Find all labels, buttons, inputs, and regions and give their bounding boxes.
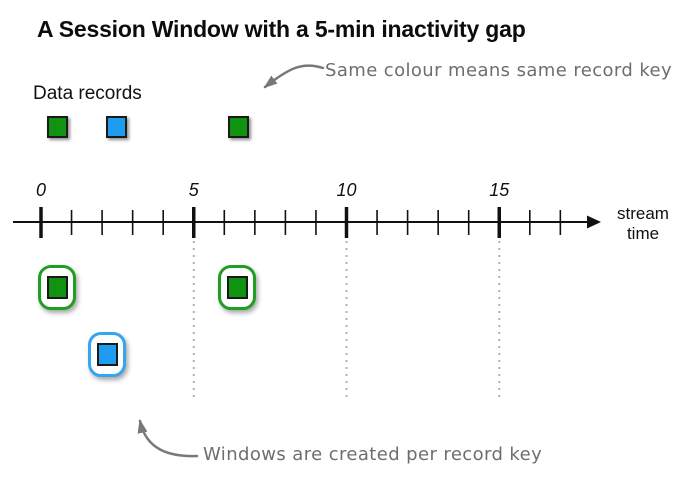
data-record-blue-1: [106, 116, 127, 138]
windows-per-key-annotation: Windows are created per record key: [203, 444, 543, 465]
data-records-label: Data records: [33, 83, 142, 104]
tick-label-10: 10: [336, 180, 357, 200]
stream-label: stream: [617, 204, 669, 223]
windowed-record-blue: [96, 343, 118, 366]
data-record-green-2: [228, 116, 249, 138]
axis-ticks: [39, 207, 562, 238]
session-window-green-0: [38, 265, 76, 310]
top-annotation-arrow-icon: [263, 64, 325, 89]
time-label: time: [626, 224, 660, 243]
tick-label-15: 15: [489, 180, 510, 200]
page-title: A Session Window with a 5-min inactivity…: [37, 16, 526, 42]
time-axis-arrowhead-icon: [587, 215, 601, 229]
data-record-green-0: [47, 116, 68, 138]
same-colour-annotation: Same colour means same record key: [325, 60, 673, 81]
tick-label-5: 5: [188, 180, 199, 200]
windowed-record-green: [46, 276, 68, 299]
bottom-annotation-arrow-icon: [137, 419, 199, 458]
windowed-record-green: [226, 276, 248, 299]
session-window-green-1: [218, 265, 256, 310]
tick-label-0: 0: [35, 180, 46, 200]
session-window-blue-2: [88, 332, 126, 377]
